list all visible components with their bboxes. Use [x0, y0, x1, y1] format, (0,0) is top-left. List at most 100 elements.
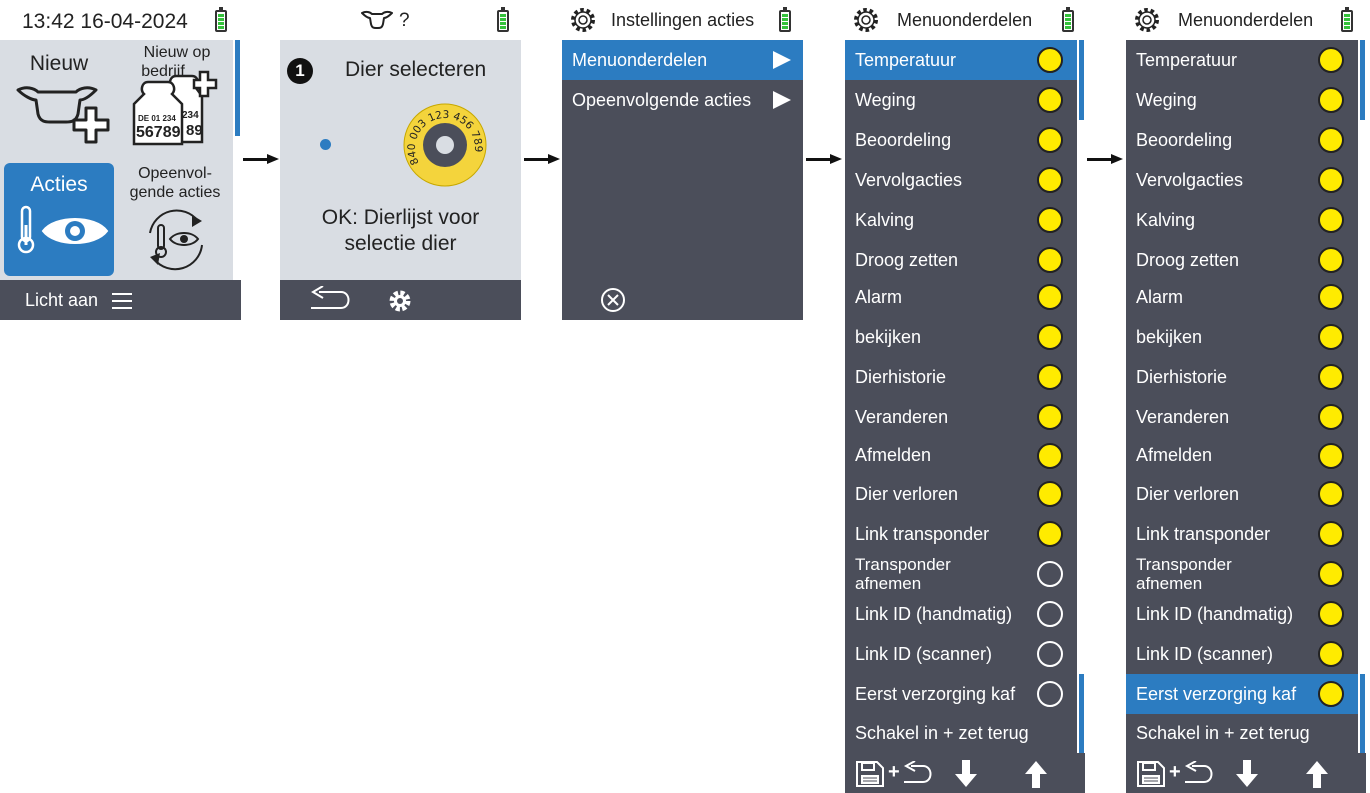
- toggle-off-icon[interactable]: [1037, 561, 1063, 587]
- light-on-button[interactable]: Licht aan: [25, 290, 99, 310]
- toggle-on-icon[interactable]: [1318, 404, 1344, 430]
- menu-part-item[interactable]: Weging: [1126, 80, 1358, 120]
- arrow-up-icon[interactable]: [1306, 760, 1328, 788]
- menu-part-item[interactable]: Afmelden: [1126, 437, 1358, 474]
- menu-part-item[interactable]: Link ID (scanner): [1126, 634, 1358, 674]
- menu-part-item[interactable]: bekijken: [1126, 317, 1358, 357]
- menu-item-sequential-actions[interactable]: Opeenvolgende acties: [562, 80, 803, 120]
- menu-part-item[interactable]: Afmelden: [845, 437, 1077, 474]
- menu-part-item[interactable]: Vervolgacties: [845, 160, 1077, 200]
- toggle-on-icon[interactable]: [1037, 127, 1063, 153]
- back-icon[interactable]: [901, 761, 935, 787]
- toggle-on-icon[interactable]: [1318, 247, 1344, 273]
- toggle-on-icon[interactable]: [1037, 404, 1063, 430]
- toggle-on-icon[interactable]: [1037, 284, 1063, 310]
- toggle-off-icon[interactable]: [1037, 641, 1063, 667]
- toggle-on-icon[interactable]: [1037, 247, 1063, 273]
- tile-new-on-farm[interactable]: Nieuw op bedrijf 234 89 DE 01 234 56789: [122, 42, 232, 152]
- toggle-on-icon[interactable]: [1037, 207, 1063, 233]
- hamburger-icon[interactable]: [112, 292, 132, 310]
- menu-part-item[interactable]: Veranderen: [845, 397, 1077, 437]
- menu-part-item[interactable]: Alarm: [845, 278, 1077, 316]
- tile-actions-label: Acties: [30, 173, 88, 196]
- menu-part-item[interactable]: Beoordeling: [845, 120, 1077, 160]
- menu-part-item[interactable]: Droog zetten: [1126, 240, 1358, 280]
- toggle-on-icon[interactable]: [1037, 521, 1063, 547]
- arrow-up-icon[interactable]: [1025, 760, 1047, 788]
- scrollbar-top[interactable]: [1360, 40, 1365, 120]
- menu-part-item[interactable]: Schakel in + zet terug: [845, 714, 1077, 753]
- save-icon[interactable]: [1136, 760, 1166, 788]
- step-number: 1: [295, 61, 305, 80]
- menu-part-item[interactable]: Beoordeling: [1126, 120, 1358, 160]
- menu-part-item[interactable]: Eerst verzorging kaf: [1126, 674, 1358, 714]
- menu-part-item[interactable]: Link ID (handmatig): [1126, 594, 1358, 634]
- toggle-on-icon[interactable]: [1318, 561, 1344, 587]
- arrow-down-icon[interactable]: [955, 760, 977, 788]
- toggle-on-icon[interactable]: [1037, 167, 1063, 193]
- toggle-on-icon[interactable]: [1318, 324, 1344, 350]
- toggle-on-icon[interactable]: [1318, 127, 1344, 153]
- menu-part-item[interactable]: Droog zetten: [845, 240, 1077, 280]
- menu-part-label: Droog zetten: [1136, 249, 1240, 270]
- back-icon[interactable]: [1182, 761, 1216, 787]
- menu-part-item[interactable]: Eerst verzorging kaf: [845, 674, 1077, 714]
- toggle-on-icon[interactable]: [1037, 442, 1063, 469]
- back-icon[interactable]: [307, 286, 353, 314]
- menu-part-item[interactable]: Schakel in + zet terug: [1126, 714, 1358, 753]
- menu-part-item[interactable]: Dierhistorie: [1126, 357, 1358, 397]
- menu-part-label-line2: afnemen: [1136, 574, 1203, 593]
- toggle-on-icon[interactable]: [1037, 481, 1063, 507]
- toggle-on-icon[interactable]: [1037, 87, 1063, 113]
- scrollbar-bottom[interactable]: [1360, 674, 1365, 753]
- toggle-off-icon[interactable]: [1037, 681, 1063, 707]
- menu-part-item[interactable]: Veranderen: [1126, 397, 1358, 437]
- scrollbar-top[interactable]: [1079, 40, 1084, 120]
- toggle-off-icon[interactable]: [1037, 601, 1063, 627]
- menu-part-item[interactable]: Dier verloren: [845, 474, 1077, 514]
- menu-part-item[interactable]: Temperatuur: [1126, 40, 1358, 80]
- menu-part-item[interactable]: Link transponder: [845, 514, 1077, 554]
- tile-new-animal[interactable]: Nieuw: [4, 42, 114, 152]
- scrollbar-bottom[interactable]: [1079, 674, 1084, 753]
- toggle-on-icon[interactable]: [1318, 47, 1344, 73]
- menu-part-item[interactable]: Link transponder: [1126, 514, 1358, 554]
- menu-part-item[interactable]: Temperatuur: [845, 40, 1077, 80]
- menu-part-item[interactable]: Dierhistorie: [845, 357, 1077, 397]
- tile-sequential-actions[interactable]: Opeenvol- gende acties: [122, 163, 232, 276]
- menu-part-item[interactable]: Weging: [845, 80, 1077, 120]
- toggle-on-icon[interactable]: [1318, 87, 1344, 113]
- toggle-on-icon[interactable]: [1037, 47, 1063, 73]
- toggle-on-icon[interactable]: [1318, 481, 1344, 507]
- toggle-on-icon[interactable]: [1037, 324, 1063, 350]
- toggle-on-icon[interactable]: [1318, 167, 1344, 193]
- toggle-on-icon[interactable]: [1318, 284, 1344, 310]
- toggle-on-icon[interactable]: [1318, 601, 1344, 627]
- toggle-on-icon[interactable]: [1318, 364, 1344, 390]
- toggle-on-icon[interactable]: [1037, 364, 1063, 390]
- menu-part-item[interactable]: Vervolgacties: [1126, 160, 1358, 200]
- menu-part-item[interactable]: bekijken: [845, 317, 1077, 357]
- toggle-on-icon[interactable]: [1318, 681, 1344, 707]
- arrow-down-icon[interactable]: [1236, 760, 1258, 788]
- menu-part-item[interactable]: Dier verloren: [1126, 474, 1358, 514]
- menu-part-item[interactable]: Alarm: [1126, 278, 1358, 316]
- toggle-on-icon[interactable]: [1318, 641, 1344, 667]
- toggle-on-icon[interactable]: [1318, 207, 1344, 233]
- gear-icon[interactable]: [387, 288, 413, 314]
- toggle-on-icon[interactable]: [1318, 521, 1344, 547]
- close-icon[interactable]: [599, 286, 627, 314]
- toggle-on-icon[interactable]: [1318, 442, 1344, 469]
- menu-part-item[interactable]: Kalving: [1126, 200, 1358, 240]
- tile-actions[interactable]: Acties: [4, 163, 114, 276]
- menu-part-label-line1: Transponder: [1136, 555, 1232, 574]
- save-icon[interactable]: [855, 760, 885, 788]
- menu-part-item[interactable]: Kalving: [845, 200, 1077, 240]
- menu-part-item[interactable]: Link ID (handmatig): [845, 594, 1077, 634]
- menu-part-item[interactable]: Link ID (scanner): [845, 634, 1077, 674]
- menu-item-menu-parts[interactable]: Menuonderdelen: [562, 40, 803, 80]
- scrollbar[interactable]: [235, 40, 240, 136]
